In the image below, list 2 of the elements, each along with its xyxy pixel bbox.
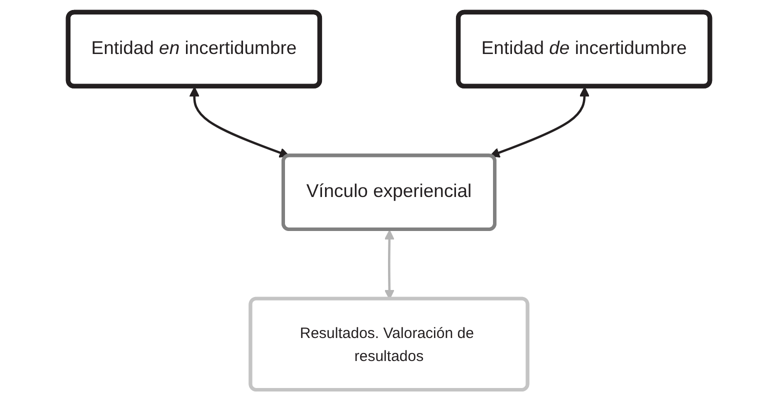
arrow: [189, 86, 290, 158]
arrow: [490, 86, 590, 158]
